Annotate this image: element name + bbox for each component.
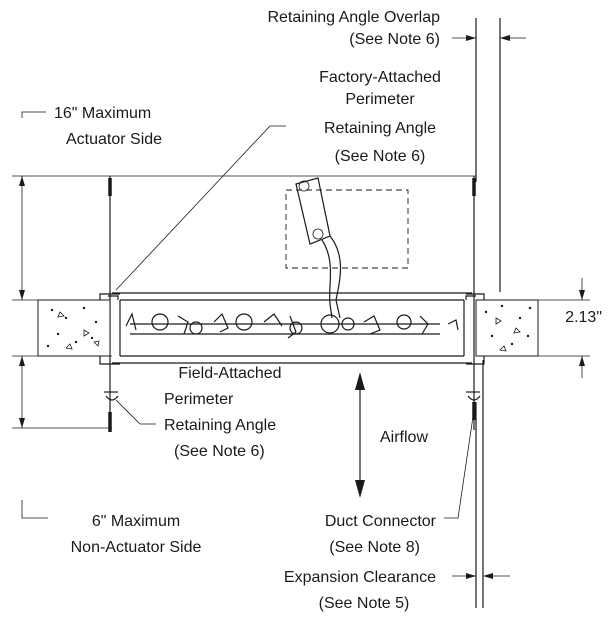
blade-mechanism — [125, 312, 459, 339]
actuator-linkage — [295, 177, 342, 319]
field-label-2: Perimeter — [164, 391, 234, 408]
max6-label-2: Non-Actuator Side — [71, 539, 202, 556]
actuator-outline — [285, 189, 409, 269]
expansion-dimension — [452, 573, 510, 579]
max16-label-1: 16" Maximum — [54, 105, 151, 122]
duct-label-2: (See Note 8) — [329, 539, 420, 556]
factory-label-1: Factory-Attached — [319, 69, 441, 86]
concrete-wall-left — [37, 299, 111, 357]
max16-label-2: Actuator Side — [66, 131, 162, 148]
max6-label-1: 6" Maximum — [92, 513, 180, 530]
expansion-label-2: (See Note 5) — [319, 595, 410, 612]
factory-label-2: Perimeter — [345, 91, 415, 108]
damper-casing — [108, 292, 476, 364]
factory-label-3: Retaining Angle — [324, 120, 436, 137]
airflow-label: Airflow — [380, 429, 428, 446]
field-label-4: (See Note 6) — [174, 443, 265, 460]
overlap-title: Retaining Angle Overlap — [267, 9, 440, 26]
duct-label-1: Duct Connector — [325, 513, 437, 530]
leader-lines — [115, 125, 475, 519]
factory-label-4: (See Note 6) — [335, 148, 426, 165]
overlap-note: (See Note 6) — [349, 31, 440, 48]
dim-6-max — [12, 355, 112, 519]
field-fasteners — [104, 391, 481, 401]
duct-wall-right — [475, 18, 501, 608]
dim-213 — [538, 278, 590, 378]
retaining-angles — [99, 293, 485, 365]
concrete-wall-right — [475, 299, 539, 357]
expansion-label-1: Expansion Clearance — [284, 569, 436, 586]
dim-213-label: 2.13" — [565, 309, 602, 326]
overlap-dimension — [452, 35, 526, 41]
field-label-1: Field-Attached — [178, 365, 281, 382]
field-label-3: Retaining Angle — [164, 417, 276, 434]
airflow-arrow — [355, 372, 365, 498]
